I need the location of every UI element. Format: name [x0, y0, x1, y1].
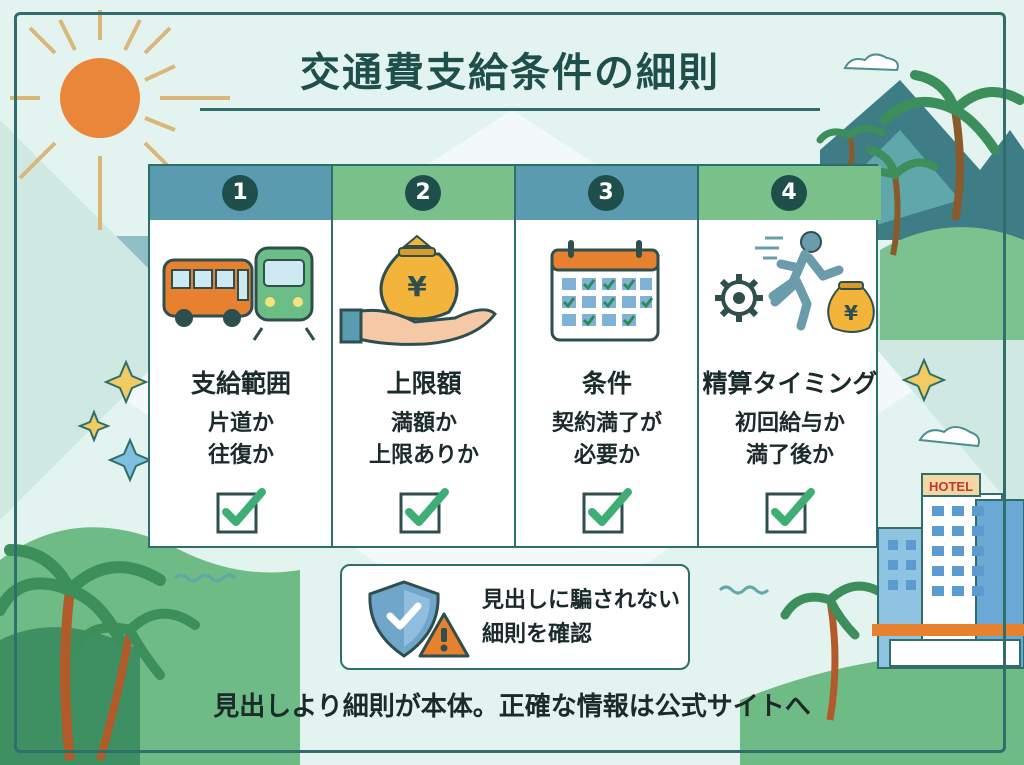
page-title: 交通費支給条件の細則	[300, 50, 720, 96]
notice-line: 見出しに騙されない	[482, 588, 681, 613]
description-line: 契約満了が	[551, 411, 662, 436]
column-description: 初回給与か 満了後か	[699, 408, 881, 472]
column-header: 1	[150, 166, 332, 220]
step-number-badge: 1	[222, 175, 258, 211]
notice-line: 細則を確認	[482, 622, 593, 647]
description-line: 初回給与か	[734, 411, 845, 436]
checkbox-checked-icon	[216, 488, 266, 534]
svg-text:¥: ¥	[844, 301, 858, 325]
condition-column-2: 2 ¥ 上限額 満額か 上限ありか	[333, 166, 515, 546]
description-line: 満了後か	[745, 443, 834, 468]
sparkle-icon	[107, 437, 153, 483]
step-number-badge: 2	[405, 175, 441, 211]
column-description: 満額か 上限ありか	[333, 408, 515, 472]
description-line: 必要か	[573, 443, 640, 468]
palm-tree-icon	[0, 544, 200, 762]
notice-text: 見出しに騙されない 細則を確認	[482, 584, 682, 652]
running-person-gear-icon: ¥	[699, 228, 881, 348]
step-number-badge: 4	[771, 175, 807, 211]
column-header: 4	[699, 166, 881, 220]
condition-column-4: 4	[699, 166, 881, 546]
svg-text:¥: ¥	[407, 270, 427, 303]
bus-train-icon	[150, 228, 332, 348]
step-number-badge: 3	[588, 175, 624, 211]
hotel-sign: HOTEL	[929, 479, 973, 494]
column-header: 2	[333, 166, 515, 220]
column-title: 精算タイミング	[702, 369, 878, 398]
title-underline	[200, 108, 820, 111]
footer-text: 見出しより細則が本体。正確な情報は公式サイトへ	[213, 692, 811, 722]
column-divider	[697, 166, 699, 546]
checkbox-checked-icon	[399, 488, 449, 534]
description-line: 上限ありか	[368, 443, 479, 468]
sun-icon	[10, 10, 230, 230]
shield-check-warning-icon	[368, 580, 470, 658]
column-description: 片道か 往復か	[150, 408, 332, 472]
column-description: 契約満了が 必要か	[516, 408, 698, 472]
description-line: 往復か	[207, 443, 274, 468]
description-line: 片道か	[207, 411, 274, 436]
yen-money-bag-hand-icon: ¥	[333, 228, 515, 348]
outer-frame	[14, 12, 1006, 753]
column-title: 条件	[581, 369, 632, 398]
column-title: 支給範囲	[190, 369, 291, 398]
column-title: 上限額	[386, 369, 462, 398]
condition-column-3: 3	[516, 166, 698, 546]
conditions-panel: 1 支給範囲 片道か	[148, 164, 881, 548]
checkbox-checked-icon	[765, 488, 815, 534]
column-divider	[514, 166, 516, 546]
condition-column-1: 1 支給範囲 片道か	[150, 166, 332, 546]
column-divider	[331, 166, 333, 546]
sparkle-icon	[77, 357, 947, 443]
column-header: 3	[516, 166, 698, 220]
hotel-building-icon	[872, 473, 1024, 669]
checkbox-checked-icon	[582, 488, 632, 534]
description-line: 満額か	[390, 411, 457, 436]
calendar-check-icon	[516, 228, 698, 348]
notice-box: 見出しに騙されない 細則を確認	[340, 564, 690, 670]
